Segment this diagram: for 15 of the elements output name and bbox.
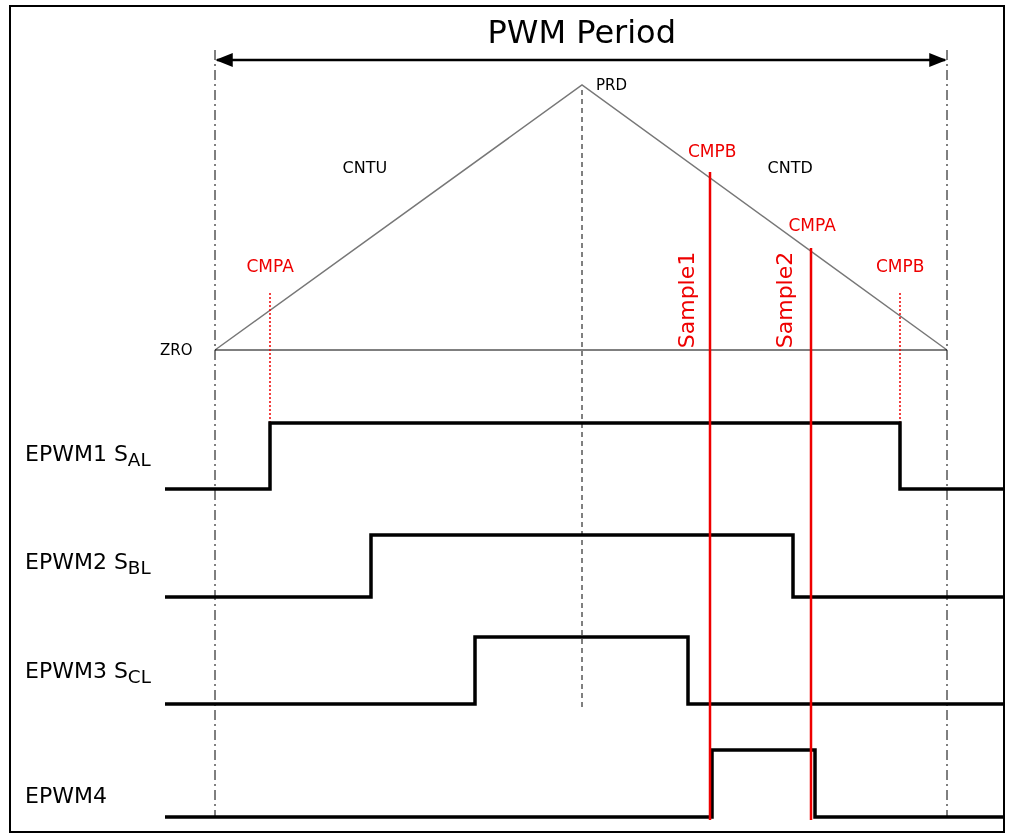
dimension-label: PWM Period xyxy=(487,16,676,48)
signal-label: EPWM1 S$_{AL}$ xyxy=(25,443,151,470)
level-label: ZRO xyxy=(160,343,193,358)
signal-label: EPWM3 S$_{CL}$ xyxy=(25,660,151,687)
compare-label: CMPA xyxy=(788,217,836,234)
level-label: PRD xyxy=(596,78,628,93)
signal-label: EPWM4 xyxy=(25,785,107,807)
direction-label: CNTD xyxy=(767,160,813,176)
compare-label: CMPA xyxy=(246,258,294,275)
direction-label: CNTU xyxy=(342,160,388,176)
compare-label: CMPB xyxy=(876,258,925,275)
sample-label: Sample1 xyxy=(675,251,698,349)
sample-label: Sample2 xyxy=(773,251,796,349)
signal-label: EPWM2 S$_{BL}$ xyxy=(25,551,151,578)
compare-label: CMPB xyxy=(688,143,737,160)
